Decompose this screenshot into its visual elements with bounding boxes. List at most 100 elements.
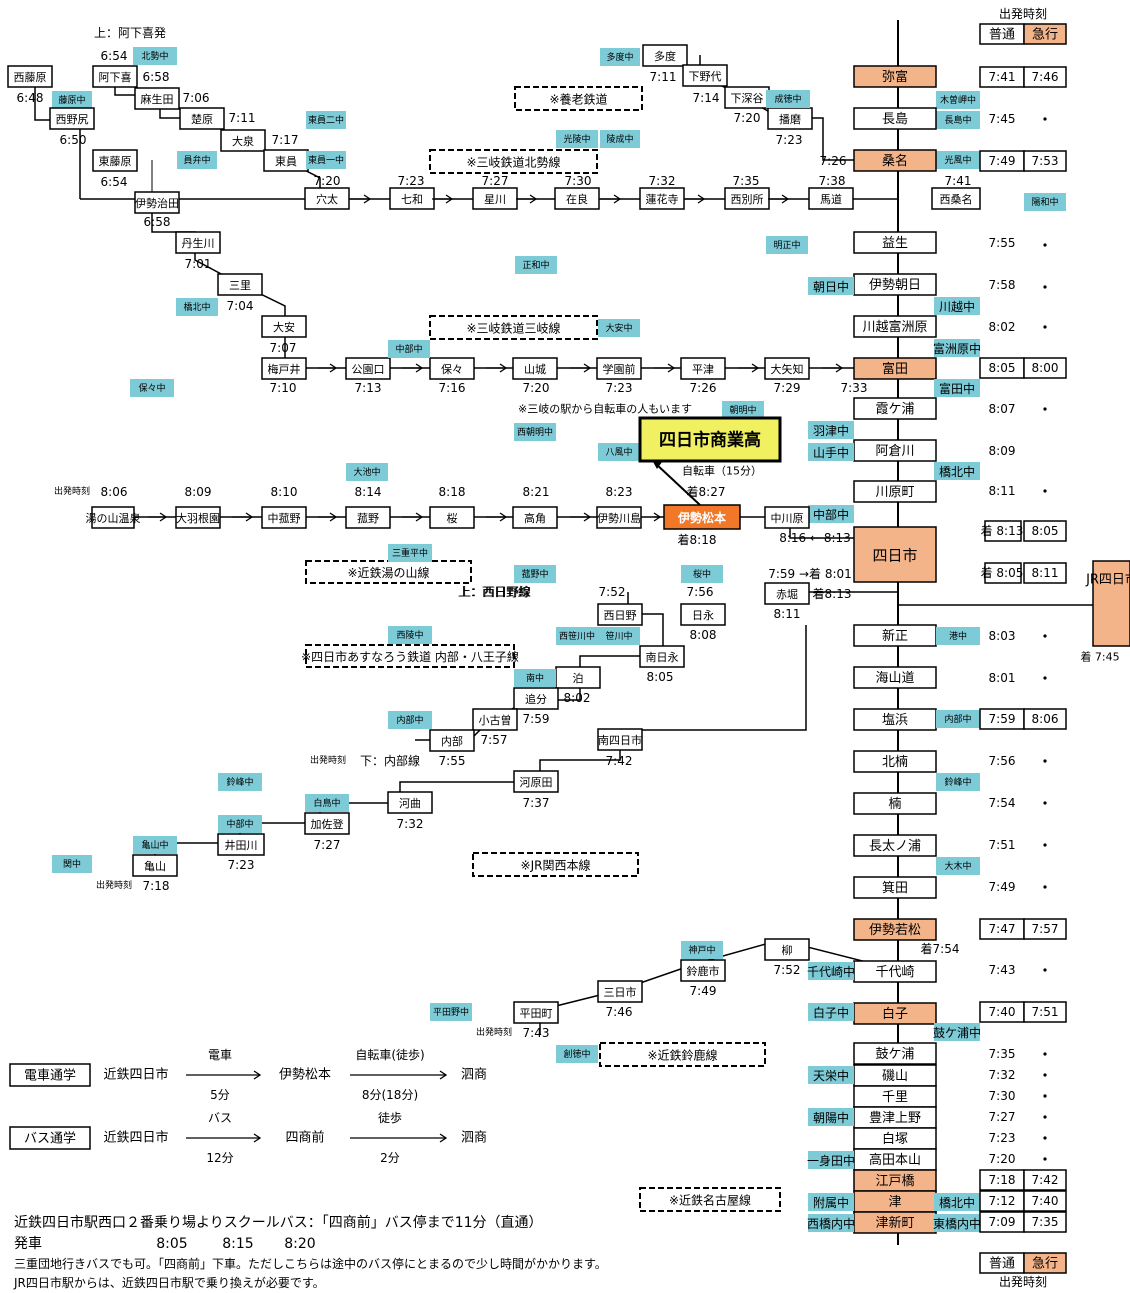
time-label: 6:54 xyxy=(101,175,128,189)
school-badge xyxy=(598,627,640,645)
dot xyxy=(1043,1052,1047,1056)
time-label: 7:32 xyxy=(397,817,424,831)
station xyxy=(853,750,937,773)
school-badge xyxy=(133,47,177,65)
school-badge-label: 陵成中 xyxy=(606,133,633,145)
station-label: 加佐登 xyxy=(311,817,344,831)
time-label: 7:33 xyxy=(841,381,868,395)
school-badge-label: 川越中 xyxy=(939,299,975,314)
time-label: 7:29 xyxy=(774,381,801,395)
station-label: 柳 xyxy=(782,943,793,957)
school-badge xyxy=(130,379,174,397)
station-label: 中川原 xyxy=(771,512,804,525)
target-school xyxy=(638,416,782,463)
time-label: 7:27 xyxy=(989,1110,1016,1124)
time-label: 7:51 xyxy=(1032,1005,1059,1019)
time-label: 7:56 xyxy=(989,754,1016,768)
station-yokkaichi xyxy=(853,526,937,583)
station-label: 追分 xyxy=(525,692,547,706)
station xyxy=(512,357,558,380)
time-label: 7:30 xyxy=(989,1089,1016,1103)
school-badge xyxy=(934,1214,980,1232)
station xyxy=(853,1042,937,1065)
school-badge xyxy=(808,1214,854,1232)
station-label: 川原町 xyxy=(875,485,914,500)
station-jr xyxy=(1092,560,1130,647)
school-badge-label: 三重平中 xyxy=(392,547,428,559)
school-badge-label: 中部中 xyxy=(226,818,253,830)
dot xyxy=(1043,968,1047,972)
school-badge-label: 陽和中 xyxy=(1031,196,1058,208)
school-badge xyxy=(808,962,854,980)
school-badge-label: 関中 xyxy=(63,858,81,870)
line-note-label: ※近鉄鈴鹿線 xyxy=(647,1048,717,1063)
station xyxy=(853,397,937,420)
label: 出発時刻 xyxy=(96,879,132,891)
station-label: 小古曽 xyxy=(479,713,512,727)
time-label: 7:52 xyxy=(599,585,626,599)
time-label: 7:09 xyxy=(989,1215,1016,1229)
time-label: 7:57 xyxy=(1032,922,1059,936)
school-badge-label: 千代崎中 xyxy=(807,964,855,979)
school-badge-label: 平田野中 xyxy=(433,1006,469,1018)
station-label: 東藤原 xyxy=(99,155,132,168)
label: 8分(18分) xyxy=(362,1088,418,1102)
station xyxy=(597,728,643,751)
station-label: 平田町 xyxy=(520,1007,553,1020)
time-label: 8:00 xyxy=(1032,361,1059,375)
time-label: 7:47 xyxy=(989,922,1016,936)
label: 泗商 xyxy=(461,1131,487,1146)
time-label: 7:51 xyxy=(989,838,1016,852)
station-label: 河曲 xyxy=(399,797,421,810)
station-label: 在良 xyxy=(566,192,588,206)
time-label: 7:54 xyxy=(989,796,1016,810)
label: バス xyxy=(208,1111,232,1125)
line-note-label: ※近鉄湯の山線 xyxy=(347,565,429,580)
time-label: 6:58 xyxy=(144,215,171,229)
station xyxy=(853,918,937,941)
time-label: 着7:54 xyxy=(921,941,960,956)
station xyxy=(764,938,810,961)
station-label: 大安 xyxy=(273,320,295,334)
school-badge-label: 東員一中 xyxy=(308,154,344,166)
school-badge xyxy=(346,463,388,481)
label: 出発時刻 xyxy=(476,1026,512,1038)
station-label: 星川 xyxy=(484,193,506,206)
station xyxy=(7,65,53,88)
station-label: 伊勢川島 xyxy=(597,511,641,525)
school-badge-label: 八風中 xyxy=(605,446,632,458)
time-label: 7:56 xyxy=(687,585,714,599)
station-label: 霞ケ浦 xyxy=(875,402,914,417)
label: 出発時刻 xyxy=(54,485,90,497)
time-label: 8:15 xyxy=(222,1236,253,1252)
dot xyxy=(1043,634,1047,638)
school-badge-label: 白鳥中 xyxy=(313,797,340,809)
time-label: 7:59 xyxy=(523,712,550,726)
time-label: 8:21 xyxy=(523,485,550,499)
school-badge xyxy=(808,1066,854,1084)
station xyxy=(175,506,221,529)
time-label: 8:07 xyxy=(989,402,1016,416)
station-label: 津 xyxy=(888,1195,901,1210)
school-badge-label: 菰野中 xyxy=(521,568,548,580)
label: 着 7:45 xyxy=(1080,650,1119,664)
station-label: 東員 xyxy=(275,155,297,168)
school-badge-label: 笹川中 xyxy=(605,630,632,642)
arrow-icon xyxy=(781,194,790,204)
school-badge-label: 附属中 xyxy=(813,1195,849,1210)
school-badge-label: 橋北中 xyxy=(939,464,975,479)
station-label: 西別所 xyxy=(731,193,764,206)
dot xyxy=(1043,407,1047,411)
school-badge xyxy=(936,627,980,645)
station xyxy=(134,87,180,110)
station xyxy=(853,107,937,130)
station-label: 鈴鹿市 xyxy=(687,964,720,978)
school-badge-label: 長島中 xyxy=(944,114,971,126)
time-label: 8:05 xyxy=(156,1236,187,1252)
station-label: 塩浜 xyxy=(882,713,908,728)
time-label: 7:23 xyxy=(228,858,255,872)
commute-label-label: 電車通学 xyxy=(24,1068,76,1084)
school-badge-label: 光風中 xyxy=(944,154,971,166)
line-note xyxy=(599,1042,766,1067)
time-label: 7:42 xyxy=(606,754,633,768)
